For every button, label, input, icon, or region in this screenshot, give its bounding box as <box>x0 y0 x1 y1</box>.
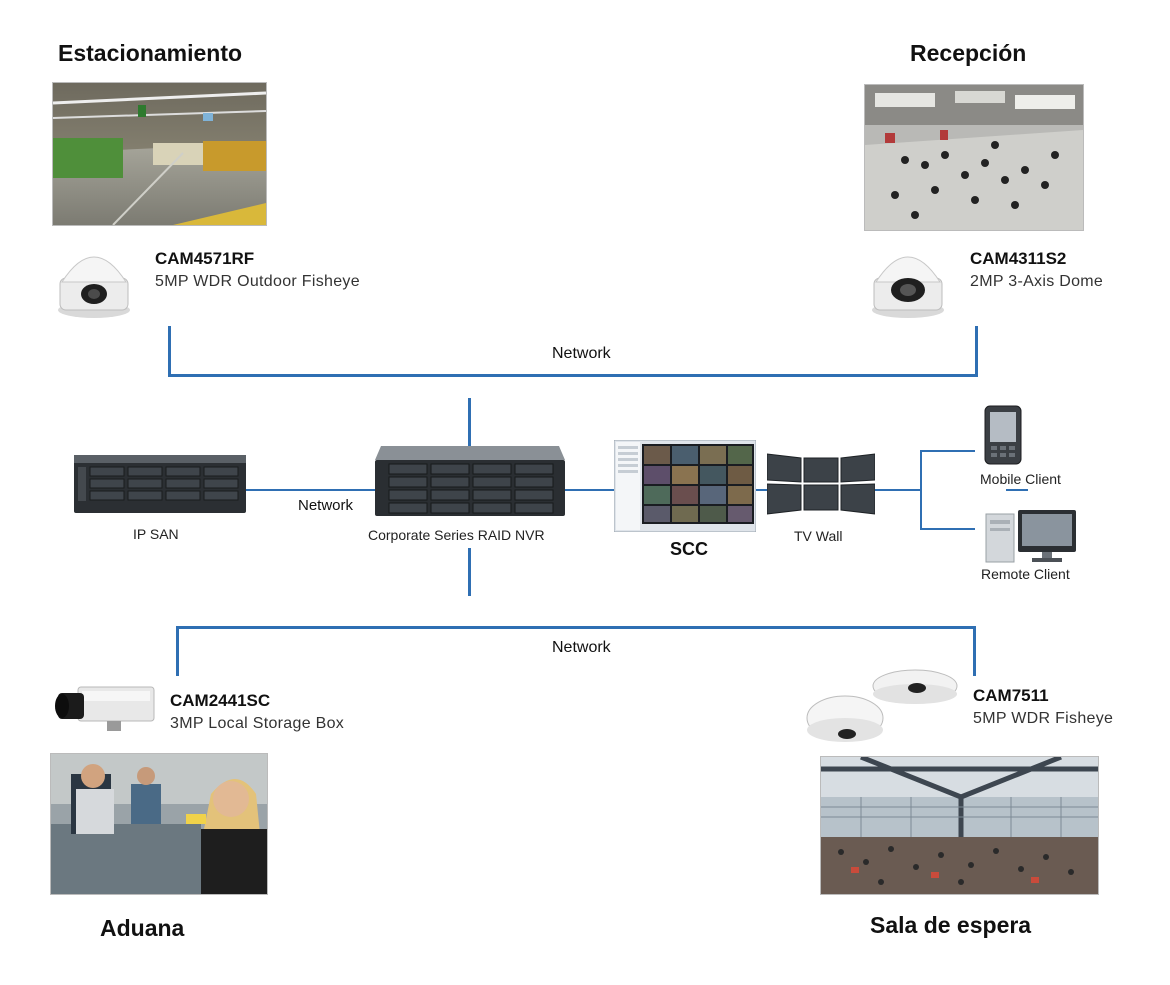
mobile-client-label: Mobile Client <box>980 471 1061 487</box>
cam4571rf-description: 5MP WDR Outdoor Fisheye <box>155 273 360 290</box>
wire-reception-drop <box>975 326 978 376</box>
cam7511-model: CAM7511 <box>973 686 1049 705</box>
wire-to-mobile <box>920 450 975 452</box>
scc-screen-icon <box>613 439 757 533</box>
mobile-client-icon <box>983 404 1023 466</box>
ip-san-label: IP SAN <box>133 526 179 542</box>
waiting-photo <box>820 756 1099 895</box>
remote-client-label: Remote Client <box>981 566 1070 582</box>
site-title-customs: Aduana <box>100 915 185 941</box>
bottom-network-label: Network <box>552 639 611 656</box>
raid-nvr-label: Corporate Series RAID NVR <box>368 527 545 543</box>
wire-ipsan-nvr <box>245 489 375 491</box>
top-network-label: Network <box>552 345 611 362</box>
camera-cam7511-icon <box>805 664 965 750</box>
wire-tvwall-clients <box>873 489 921 491</box>
mobile-client-underline <box>1006 489 1028 491</box>
remote-client-icon <box>984 508 1078 564</box>
tv-wall-icon <box>766 448 876 518</box>
wire-clients-branch <box>920 450 922 530</box>
bottom-network-bus <box>176 626 976 629</box>
customs-photo <box>50 753 268 895</box>
scc-label: SCC <box>670 539 709 559</box>
middle-network-label: Network <box>298 497 354 514</box>
tv-wall-label: TV Wall <box>794 528 843 544</box>
cam4571rf-model: CAM4571RF <box>155 249 255 268</box>
ip-san-icon <box>74 455 246 513</box>
wire-waiting-drop <box>973 626 976 676</box>
camera-cam4311s2-icon <box>866 238 950 320</box>
wire-to-remote <box>920 528 975 530</box>
reception-photo <box>864 84 1084 231</box>
site-title-reception: Recepción <box>910 40 1027 66</box>
wire-nvr-up <box>468 398 471 450</box>
cam7511-description: 5MP WDR Fisheye <box>973 710 1114 727</box>
wire-scc-tvwall <box>755 489 769 491</box>
site-title-parking: Estacionamiento <box>58 40 243 66</box>
cam2441sc-description: 3MP Local Storage Box <box>170 715 345 732</box>
camera-cam2441sc-icon <box>52 679 156 735</box>
wire-parking-drop <box>168 326 171 376</box>
parking-photo <box>52 82 267 226</box>
raid-nvr-icon <box>375 446 565 516</box>
cam2441sc-model: CAM2441SC <box>170 691 271 710</box>
wire-customs-drop <box>176 626 179 676</box>
camera-cam4571rf-icon <box>52 238 136 320</box>
site-title-waiting: Sala de espera <box>870 912 1032 938</box>
cam4311s2-description: 2MP 3-Axis Dome <box>970 273 1104 290</box>
cam4311s2-model: CAM4311S2 <box>970 249 1067 268</box>
wire-nvr-down <box>468 548 471 596</box>
top-network-bus <box>168 374 978 377</box>
wire-nvr-scc <box>565 489 615 491</box>
